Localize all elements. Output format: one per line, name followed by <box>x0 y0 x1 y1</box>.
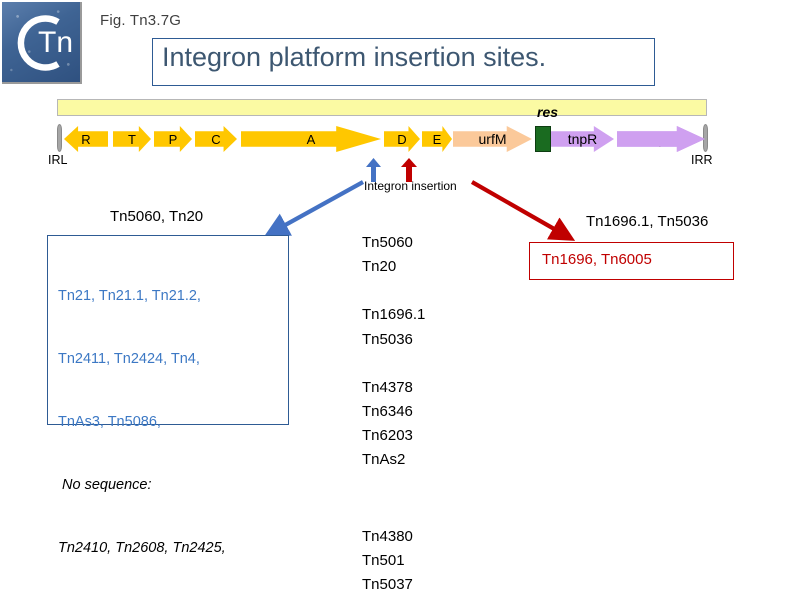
gene-label-R: R <box>81 131 91 147</box>
list-item: Tn6203 <box>362 427 413 445</box>
left-column-header: Tn5060, Tn20 <box>110 208 204 225</box>
red-insertion-arrow <box>401 158 417 182</box>
gene-label-D: D <box>397 131 407 147</box>
blue-box-line-4: Tn2410, Tn2608, Tn2425, <box>58 540 226 556</box>
list-item: Tn4380 <box>362 527 413 545</box>
gene-arrow-P[interactable]: P <box>154 126 192 152</box>
svg-text:Tn: Tn <box>38 26 73 59</box>
gene-arrow-E[interactable]: E <box>422 126 452 152</box>
gene-label-P: P <box>168 131 178 147</box>
page-title: Integron platform insertion sites. <box>162 42 547 72</box>
res-site-label: res <box>537 104 559 120</box>
blue-pointer-arrow <box>263 180 365 237</box>
gene-arrow-tnpA-body <box>617 126 705 152</box>
insertion-caption: Integron insertion <box>364 179 457 193</box>
blue-box-line-2: Tn2411, Tn2424, Tn4, <box>58 351 200 367</box>
blue-insertion-arrow <box>366 158 381 182</box>
red-insertion-box: Tn1696, Tn6005 <box>529 242 734 280</box>
transposon-backbone-bar <box>57 99 707 116</box>
list-item: Tn4378 <box>362 378 413 396</box>
ctn-logo: Tn <box>2 2 82 84</box>
gene-label-T: T <box>128 131 136 147</box>
gene-label-tnpR: tnpR <box>567 131 598 147</box>
blue-box-line-3: TnAs3, Tn5086, <box>58 414 161 430</box>
red-pointer-arrow <box>470 180 576 241</box>
irl-label: IRL <box>48 153 68 167</box>
blue-box-lines: Tn21, Tn21.1, Tn21.2, Tn2411, Tn2424, Tn… <box>58 244 226 600</box>
res-site-box[interactable] <box>535 126 551 152</box>
list-item: Tn6346 <box>362 403 413 421</box>
center-transposon-list: Tn5060 Tn20 Tn1696.1 Tn5036 Tn4378 Tn634… <box>362 231 425 597</box>
gene-arrow-D[interactable]: D <box>384 126 420 152</box>
red-box-text: Tn1696, Tn6005 <box>542 251 652 268</box>
list-item: Tn5036 <box>362 330 413 348</box>
gene-arrow-C[interactable]: C <box>195 126 237 152</box>
figure-label: Fig. Tn3.7G <box>100 12 182 29</box>
list-item: TnAs2 <box>362 451 406 469</box>
gene-arrow-R[interactable]: R <box>64 126 108 152</box>
list-gap-2 <box>362 352 425 376</box>
gene-arrow-A[interactable]: A <box>241 126 381 152</box>
gene-arrow-urfM[interactable]: urfM <box>453 126 532 152</box>
gene-label-urfM: urfM <box>478 131 507 147</box>
list-item: Tn1696.1 <box>362 306 426 324</box>
blue-box-line-1: Tn21, Tn21.1, Tn21.2, <box>58 288 201 304</box>
blue-box-no-sequence-label: No sequence: <box>58 477 152 493</box>
gene-label-C: C <box>211 131 221 147</box>
blue-insertion-box: Tn21, Tn21.1, Tn21.2, Tn2411, Tn2424, Tn… <box>47 235 289 556</box>
list-item: Tn20 <box>362 258 397 276</box>
insertion-tick-arrows <box>366 158 417 182</box>
list-item: Tn501 <box>362 551 405 569</box>
irr-label: IRR <box>691 153 713 167</box>
irl-tick <box>57 124 62 152</box>
list-item: Tn5060 <box>362 234 413 251</box>
list-gap-1 <box>362 279 425 303</box>
gene-arrow-T[interactable]: T <box>113 126 151 152</box>
list-item: Tn5037 <box>362 576 413 594</box>
irr-tick <box>703 124 708 152</box>
gene-label-A: A <box>306 131 316 147</box>
gene-arrow-tnpR[interactable]: tnpR <box>551 126 614 152</box>
gene-label-E: E <box>432 131 442 147</box>
right-column-header: Tn1696.1, Tn5036 <box>586 213 709 230</box>
title-box: Integron platform insertion sites. <box>152 38 655 86</box>
list-gap-3 <box>362 473 425 525</box>
